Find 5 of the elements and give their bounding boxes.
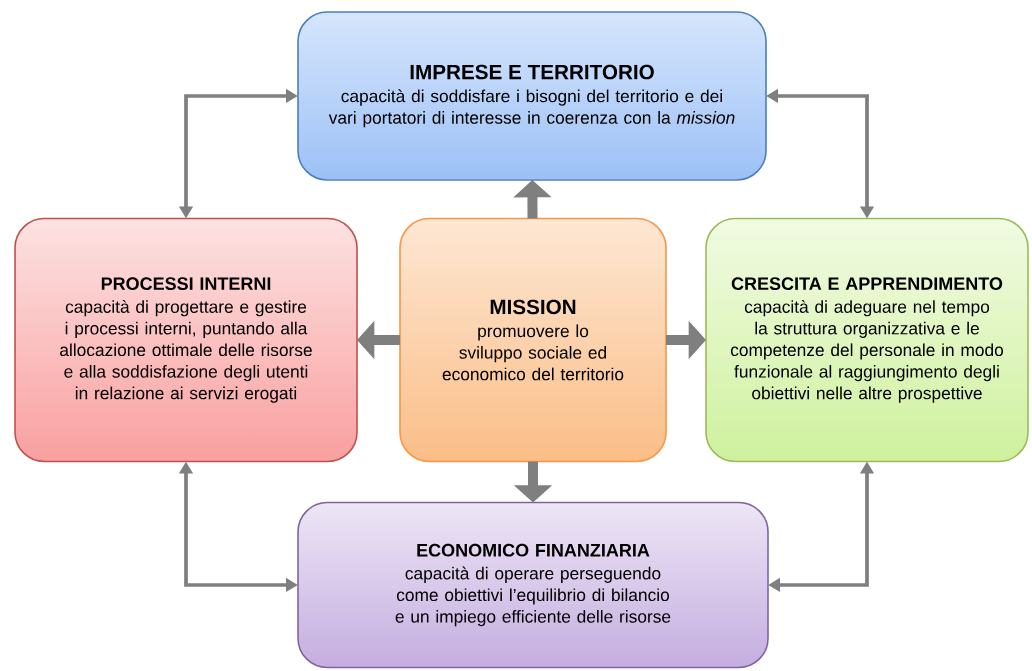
perspective-box: ECONOMICO FINANZIARIA capacità di operare perseguendo come obiettivi l’equilibrio di bilancio e un impiego efficiente delle risorse (297, 501, 769, 669)
perspective-box: PROCESSI INTERNI capacità di progettare e gestire i processi interni, puntando alla allocazione ottimale delle risorse e alla soddisfazione degli utenti in relazione ai servizi erogati (14, 217, 358, 463)
perspective-box: IMPRESE E TERRITORIO capacità di soddisfare i bisogni del territorio e dei vari portatori di interesse in coerenza con la mission (297, 11, 767, 181)
mission-box: MISSION promuovere lo sviluppo sociale ed economico del territorio (399, 217, 667, 463)
perspective-box: CRESCITA E APPRENDIMENTO capacità di adeguare nel tempo la struttura organizzativa e le competenze del personale in modo funzionale al raggiungimento degli obiettivi nelle altre prospettive (705, 217, 1029, 463)
